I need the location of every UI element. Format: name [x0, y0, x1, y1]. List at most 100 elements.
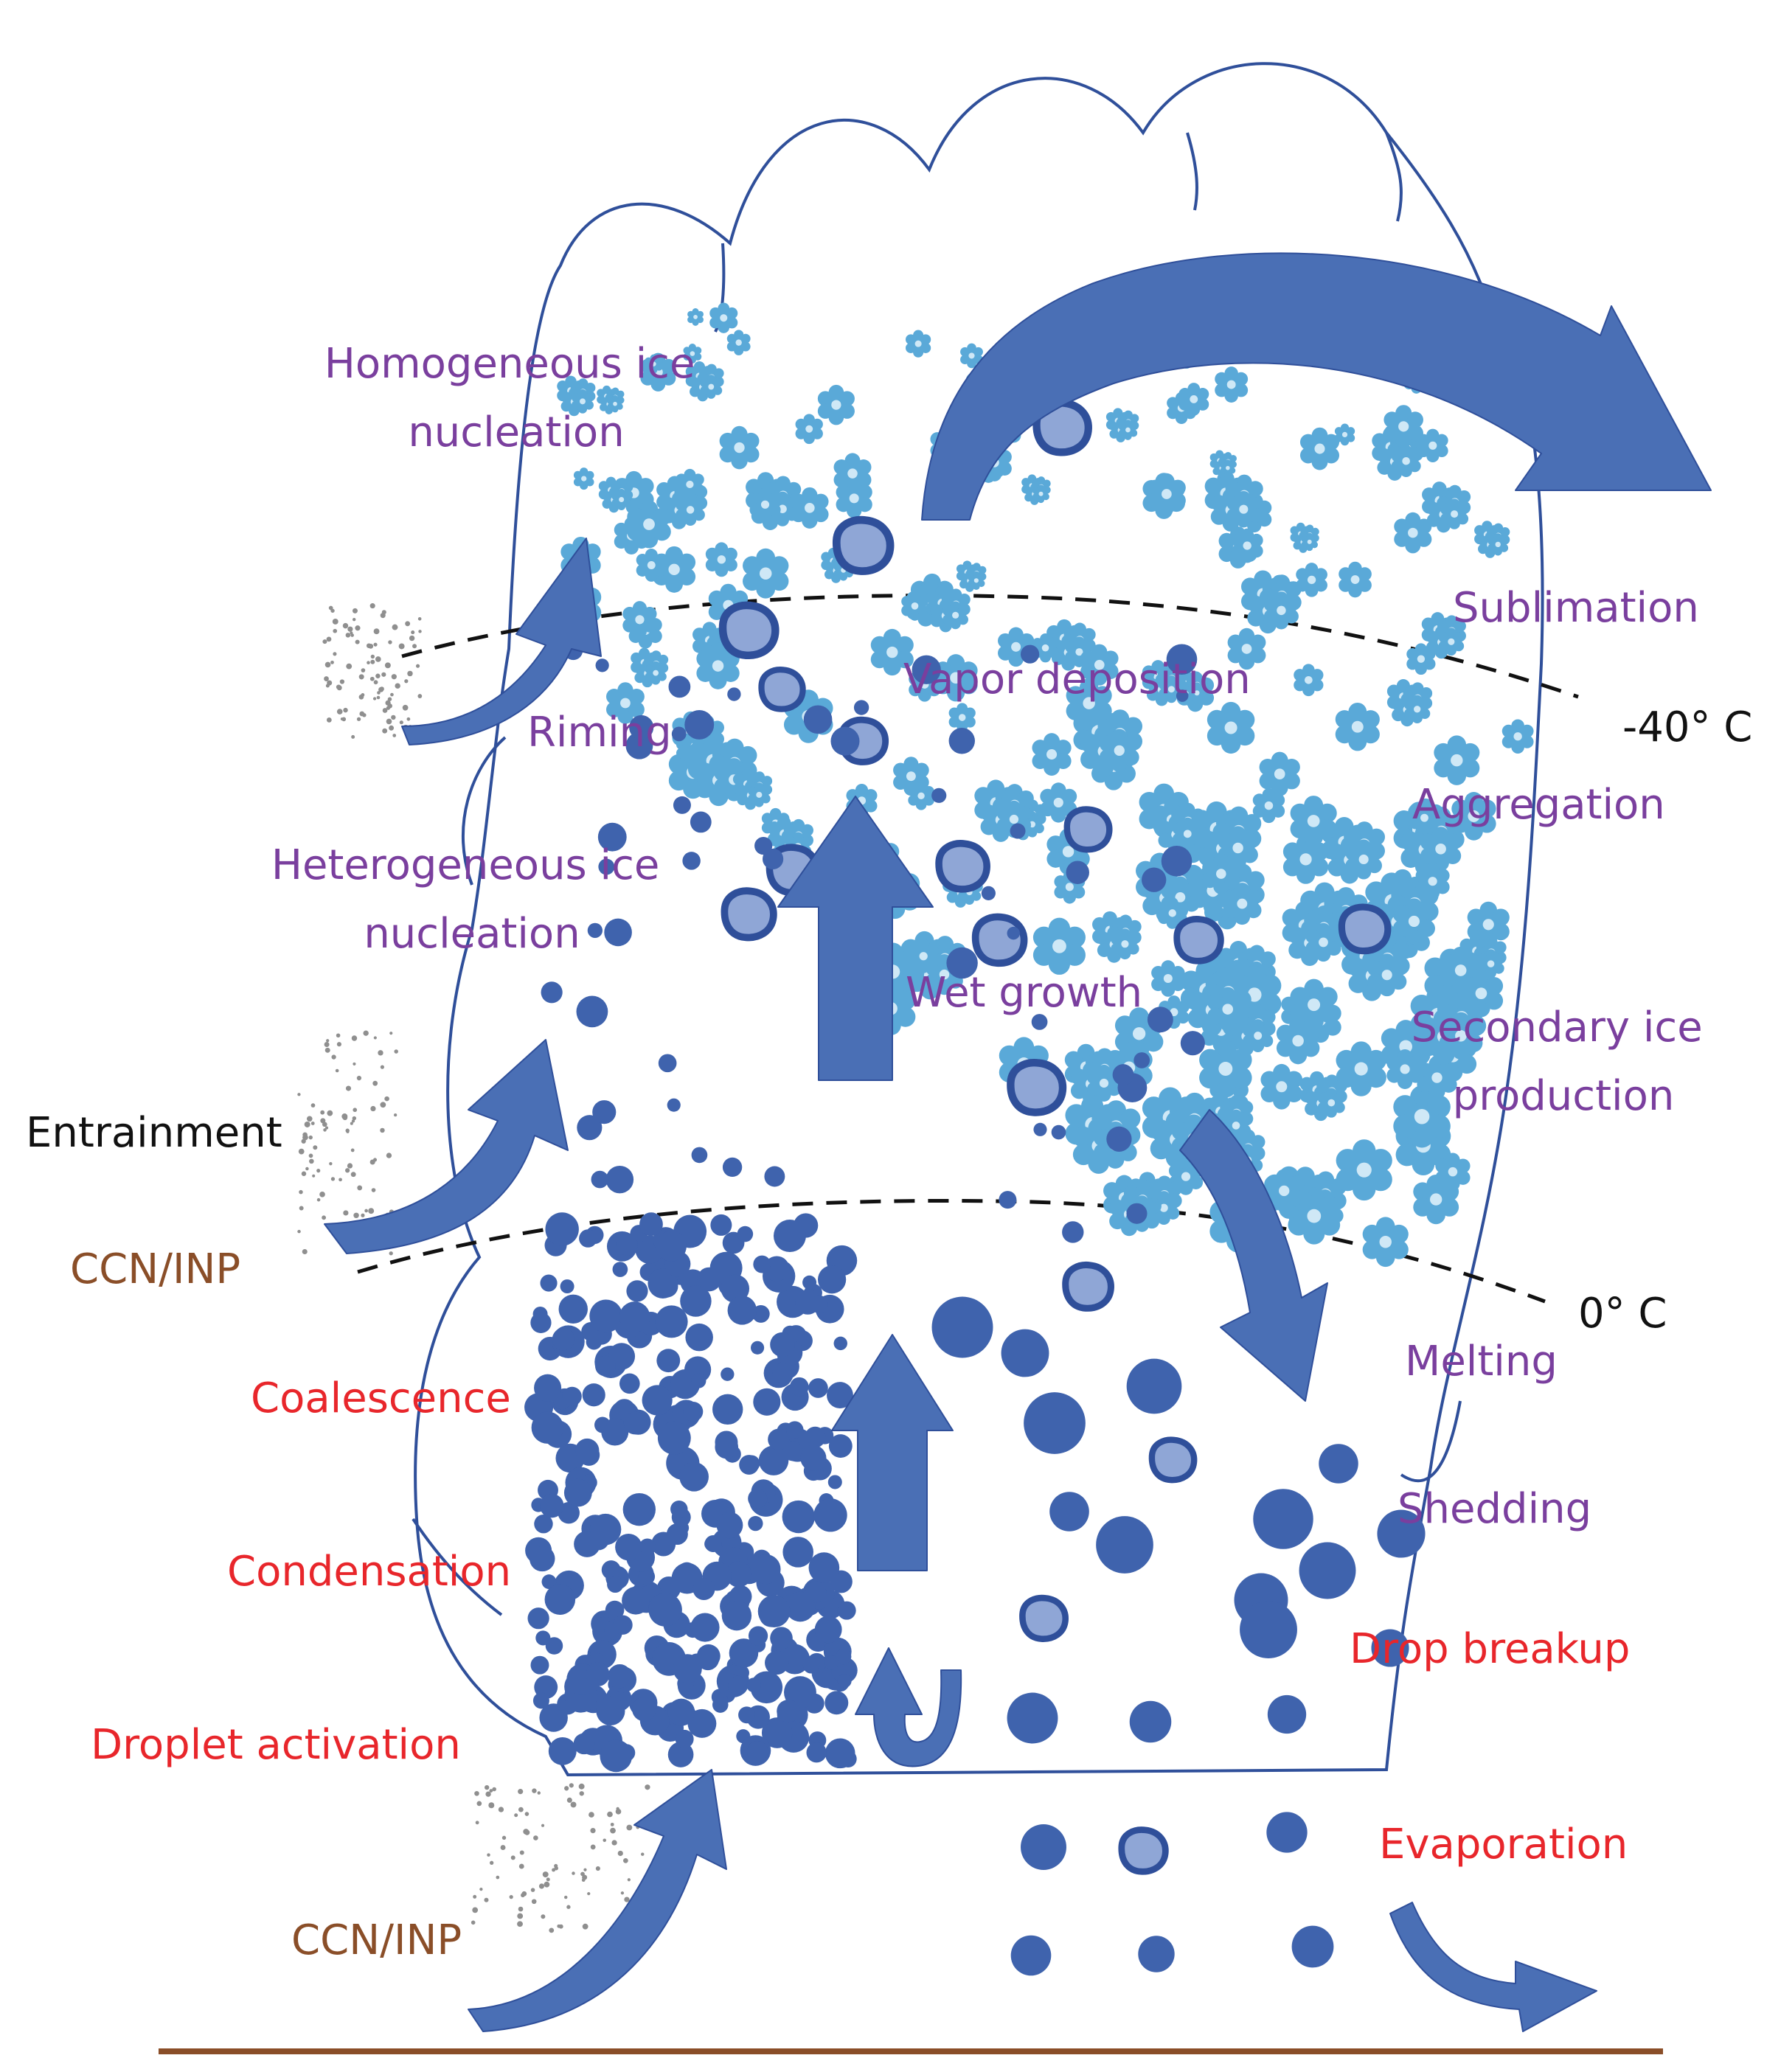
- graupel-particle: [1022, 1598, 1065, 1639]
- aerosol-dot: [329, 1161, 333, 1166]
- droplet: [1161, 845, 1192, 877]
- ice-crystal: [719, 425, 760, 470]
- aerosol-dot: [558, 1924, 563, 1929]
- aerosol-dot: [518, 1807, 524, 1812]
- droplet: [802, 1657, 819, 1674]
- droplet: [789, 1377, 809, 1397]
- droplet: [656, 1231, 687, 1262]
- aerosol-dot: [587, 1892, 591, 1896]
- droplet: [1106, 1126, 1132, 1152]
- label-wet-growth: Wet growth: [906, 969, 1142, 1017]
- aerosol-dot: [320, 1110, 325, 1115]
- aerosol-dot: [316, 1197, 321, 1202]
- ice-crystal: [1260, 1063, 1303, 1110]
- aerosol-dot: [372, 1080, 378, 1086]
- droplet: [671, 726, 687, 742]
- droplet: [1010, 823, 1026, 839]
- aerosol-dot: [563, 1895, 568, 1899]
- aerosol-dot: [301, 1171, 307, 1176]
- aerosol-dot: [371, 1188, 376, 1192]
- droplet: [667, 1698, 695, 1726]
- aerosol-dot: [373, 680, 378, 685]
- aerosol-dot: [487, 1853, 490, 1857]
- droplet: [726, 1561, 752, 1588]
- aerosol-dot: [310, 1122, 315, 1125]
- droplet: [824, 1691, 849, 1715]
- droplet: [545, 1212, 579, 1246]
- droplet: [675, 1729, 694, 1748]
- ice-crystal: [1501, 719, 1534, 754]
- aerosol-dot: [611, 1840, 617, 1846]
- droplet: [810, 1295, 828, 1313]
- ice-crystal: [817, 384, 855, 425]
- ice-crystal: [957, 560, 986, 591]
- aerosol-dot: [485, 1784, 490, 1790]
- aerosol-dot: [541, 1914, 546, 1919]
- droplet: [770, 1627, 793, 1649]
- ice-crystal: [1021, 474, 1051, 504]
- droplet: [1138, 1936, 1175, 1972]
- graupel-particle: [724, 891, 773, 937]
- aerosol-dot: [370, 654, 375, 659]
- aerosol-dot: [351, 734, 355, 739]
- droplet: [721, 1600, 752, 1631]
- droplet: [604, 918, 632, 947]
- aerosol-dot: [380, 1102, 386, 1108]
- aerosol-dot: [546, 1877, 550, 1882]
- droplet: [800, 1445, 827, 1471]
- aerosol-dot: [313, 1145, 318, 1150]
- aerosol-dot: [353, 1212, 359, 1219]
- aerosol-dot: [518, 1863, 524, 1869]
- droplet: [782, 1537, 813, 1568]
- aerosol-dot: [344, 1168, 350, 1173]
- aerosol-dot: [355, 639, 360, 644]
- aerosol-dot: [326, 1039, 330, 1043]
- droplet: [691, 1147, 708, 1164]
- aerosol-dot: [333, 628, 338, 633]
- droplet: [761, 1717, 793, 1748]
- droplet: [837, 1674, 852, 1689]
- droplet: [560, 1279, 574, 1294]
- label-evaporation: Evaporation: [1379, 1821, 1628, 1868]
- aerosol-dot: [352, 1116, 357, 1121]
- aerosol-dot: [298, 1148, 305, 1155]
- aerosol-dot: [476, 1801, 482, 1807]
- droplet: [595, 658, 609, 672]
- aerosol-dot: [370, 1105, 376, 1112]
- aerosol-dot: [347, 626, 353, 632]
- droplet: [1126, 1358, 1182, 1414]
- graupel-particle: [836, 520, 890, 571]
- droplet: [552, 1327, 575, 1351]
- aerosol-dot: [364, 1209, 368, 1213]
- droplet: [616, 1234, 638, 1256]
- aerosol-dot: [488, 1802, 495, 1809]
- droplet: [753, 1255, 771, 1273]
- droplet: [1133, 1052, 1150, 1068]
- aerosol-dot: [407, 670, 413, 677]
- graupel-particle: [1122, 1830, 1166, 1872]
- aerosol-dot: [595, 1866, 600, 1871]
- ice-crystal: [733, 769, 772, 810]
- droplet: [619, 1301, 650, 1332]
- aerosol-dot: [372, 697, 377, 700]
- droplet: [529, 1546, 555, 1572]
- droplet: [814, 1616, 842, 1644]
- droplet: [1147, 1007, 1173, 1033]
- aerosol-dot: [328, 605, 333, 611]
- droplet: [710, 1214, 732, 1236]
- aerosol-dot: [382, 728, 388, 734]
- aerosol-dot: [387, 697, 392, 701]
- droplet: [589, 1513, 622, 1546]
- droplet: [722, 1157, 743, 1178]
- label-secondary-line1: Secondary ice: [1412, 1004, 1703, 1051]
- droplet: [721, 1367, 735, 1381]
- aerosol-dot: [361, 668, 366, 672]
- aerosol-dot: [412, 644, 417, 649]
- hydrometeor-particles: [524, 292, 1534, 1976]
- aerosol-dot: [384, 1096, 389, 1102]
- aerosol-dot: [308, 1135, 313, 1140]
- aerosol-dot: [297, 1093, 301, 1096]
- aerosol-dot: [361, 692, 365, 697]
- aerosol-dot: [501, 1835, 507, 1840]
- aerosol-dot: [496, 1875, 500, 1880]
